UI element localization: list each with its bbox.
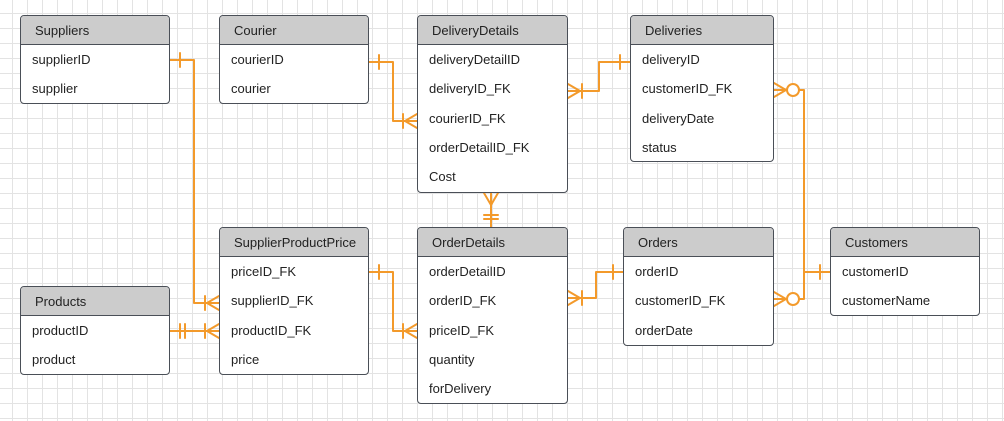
entity-suppliers[interactable]: Suppliers supplierID supplier: [20, 15, 170, 104]
crowfoot-prong: [404, 113, 418, 122]
field-supplier: supplier: [32, 81, 78, 97]
entity-deliveries[interactable]: Deliveries deliveryID customerID_FK deli…: [630, 15, 774, 162]
connector-line: [369, 61, 417, 122]
field-Cost: Cost: [429, 169, 456, 185]
field-deliveryID_FK: deliveryID_FK: [429, 81, 511, 97]
field-deliveryDate: deliveryDate: [642, 110, 715, 126]
crowfoot-prong: [773, 89, 787, 98]
field-customerName: customerName: [842, 293, 931, 309]
entity-title: Suppliers: [21, 16, 169, 45]
field-orderDate: orderDate: [635, 322, 693, 338]
entity-supplierproductprice[interactable]: SupplierProductPrice priceID_FK supplier…: [219, 227, 369, 375]
entity-title: OrderDetails: [418, 228, 567, 257]
entity-title: DeliveryDetails: [418, 16, 567, 45]
crowfoot-prong: [206, 295, 220, 304]
zero-circle-marker: [786, 292, 800, 306]
crowfoot-prong: [567, 83, 581, 92]
field-orderID_FK: orderID_FK: [429, 293, 497, 309]
crowfoot-prong: [483, 192, 492, 206]
field-priceID_FK: priceID_FK: [429, 322, 495, 338]
field-priceID_FK: priceID_FK: [231, 264, 297, 279]
crowfoot-prong: [773, 82, 787, 91]
crowfoot-prong: [567, 297, 581, 306]
crowfoot-prong: [567, 290, 581, 299]
field-status: status: [642, 139, 677, 155]
field-orderDetailID: orderDetailID: [429, 264, 506, 279]
crowfoot-prong: [206, 323, 220, 332]
connector-line: [774, 89, 805, 300]
entity-orderdetails[interactable]: OrderDetails orderDetailID orderID_FK pr…: [417, 227, 568, 404]
entity-title: Customers: [831, 228, 979, 257]
field-courier: courier: [231, 81, 271, 97]
entity-title: Orders: [624, 228, 773, 257]
crowfoot-prong: [773, 291, 787, 300]
connector-line: [568, 61, 630, 92]
crowfoot-prong: [404, 120, 418, 129]
relationship-orders-orderdetails: [567, 264, 623, 306]
field-customerID: customerID: [842, 264, 909, 279]
connector-line: [170, 59, 219, 304]
relationship-customers-deliveries-orders: [773, 82, 830, 307]
relationship-deliverydetails-orderdetails: [483, 192, 499, 227]
entity-products[interactable]: Products productID product: [20, 286, 170, 375]
field-supplierID: supplierID: [32, 52, 91, 67]
relationship-supplierproductprice-orderdetails: [369, 264, 418, 339]
field-productID_FK: productID_FK: [231, 322, 312, 338]
zero-circle-marker: [786, 83, 800, 97]
field-quantity: quantity: [429, 351, 475, 367]
entity-orders[interactable]: Orders orderID customerID_FK orderDate: [623, 227, 774, 346]
entity-title: Products: [21, 287, 169, 316]
entity-courier[interactable]: Courier courierID courier: [219, 15, 369, 104]
relationship-suppliers-supplierproductprice: [170, 52, 220, 311]
crowfoot-prong: [490, 192, 499, 206]
crowfoot-prong: [567, 90, 581, 99]
relationship-products-supplierproductprice: [170, 323, 220, 339]
field-customerID_FK: customerID_FK: [635, 293, 726, 309]
relationship-deliveries-deliverydetails: [567, 54, 630, 99]
field-courierID_FK: courierID_FK: [429, 110, 506, 126]
crowfoot-prong: [206, 302, 220, 311]
entity-title: SupplierProductPrice: [220, 228, 368, 257]
connector-line: [369, 271, 417, 332]
field-price: price: [231, 351, 260, 367]
relationship-courier-deliverydetails: [369, 54, 418, 129]
crowfoot-prong: [206, 330, 220, 339]
field-productID: productID: [32, 323, 89, 338]
field-orderDetailID_FK: orderDetailID_FK: [429, 139, 530, 155]
entity-title: Courier: [220, 16, 368, 45]
field-deliveryID: deliveryID: [642, 52, 700, 67]
field-deliveryDetailID: deliveryDetailID: [429, 52, 521, 67]
entity-customers[interactable]: Customers customerID customerName: [830, 227, 980, 316]
crowfoot-prong: [773, 298, 787, 307]
entity-title: Deliveries: [631, 16, 773, 45]
field-orderID: orderID: [635, 264, 679, 279]
crowfoot-prong: [404, 323, 418, 332]
field-supplierID_FK: supplierID_FK: [231, 293, 314, 309]
field-product: product: [32, 352, 76, 368]
connector-line: [568, 271, 623, 299]
entity-deliverydetails[interactable]: DeliveryDetails deliveryDetailID deliver…: [417, 15, 568, 193]
field-forDelivery: forDelivery: [429, 381, 492, 397]
crowfoot-prong: [404, 330, 418, 339]
field-courierID: courierID: [231, 52, 284, 67]
field-customerID_FK: customerID_FK: [642, 81, 733, 97]
